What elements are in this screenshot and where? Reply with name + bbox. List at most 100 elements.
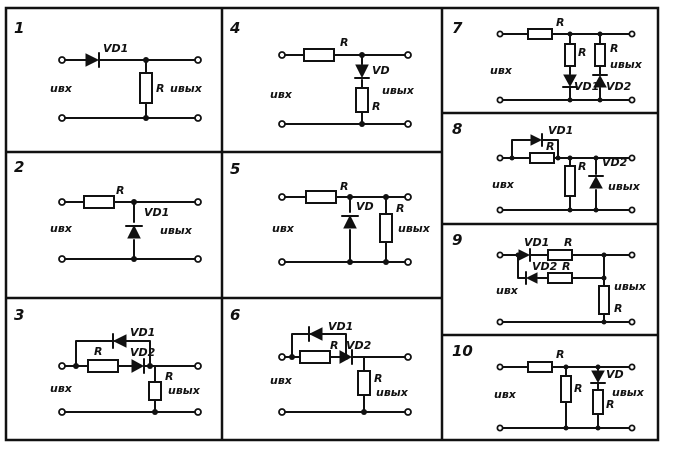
label-r: R	[330, 339, 338, 352]
diode-vd2	[131, 358, 145, 374]
label-uin: uвх	[494, 388, 517, 401]
panel-5: 5 R VD R uвх uвых	[230, 160, 431, 266]
resistor-r	[87, 359, 119, 373]
diode-vd1	[112, 333, 127, 349]
resistor-r-bottom	[547, 272, 573, 284]
resistor-r-shunt	[560, 375, 572, 403]
label-r-series: R	[340, 180, 348, 193]
resistor-r-top	[547, 249, 573, 261]
label-vd1: VD1	[103, 42, 128, 55]
label-r: R	[156, 82, 164, 95]
panel-number: 3	[14, 306, 24, 324]
resistor-r-load	[598, 285, 610, 315]
resistor-r-left	[564, 43, 576, 67]
label-r-series: R	[546, 140, 554, 153]
panel-grid-frame	[4, 6, 660, 442]
label-vd: VD	[356, 200, 374, 213]
label-uout: uвых	[376, 386, 409, 399]
label-uout: uвых	[160, 224, 193, 237]
label-uout: uвых	[170, 82, 203, 95]
panel-8: 8 VD1 R R VD2 uвх uвых	[452, 120, 641, 214]
label-r-load: R	[396, 202, 404, 215]
resistor-r-shunt	[564, 165, 576, 197]
resistor-r-load	[357, 370, 371, 396]
label-uin: uвх	[496, 284, 519, 297]
resistor-r-series	[527, 28, 553, 40]
label-vd2: VD2	[346, 339, 372, 352]
resistor-r-shunt	[355, 87, 369, 113]
resistor-r-series	[303, 48, 335, 62]
label-r-load: R	[165, 370, 173, 383]
panel-3: 3 VD1 VD2 R R uвх uвых	[14, 306, 202, 416]
label-uin: uвх	[50, 82, 73, 95]
resistor-r-load	[148, 381, 162, 401]
label-uout: uвых	[168, 384, 201, 397]
label-vd1: VD1	[144, 206, 169, 219]
resistor-r-series	[305, 190, 337, 204]
diode-vd2	[525, 271, 538, 285]
resistor-r-diode	[592, 389, 604, 415]
panel-number: 10	[452, 342, 473, 360]
label-vd1: VD1	[524, 236, 549, 249]
label-r: R	[116, 184, 124, 197]
diode-vd1	[308, 326, 323, 342]
label-vd: VD	[606, 368, 624, 381]
panel-2: 2 R VD1 uвх uвых	[14, 158, 202, 263]
label-uin: uвх	[492, 178, 515, 191]
panel-number: 2	[14, 158, 24, 176]
panel-number: 8	[452, 120, 462, 138]
label-r-left: R	[578, 46, 586, 59]
panel-1: 1 VD1 R uвх uвых	[14, 19, 203, 122]
panel-number: 9	[452, 231, 462, 249]
label-uin: uвх	[50, 222, 73, 235]
label-vd2: VD2	[130, 346, 156, 359]
resistor-r-series	[527, 361, 553, 373]
label-vd1: VD1	[548, 124, 573, 137]
label-uin: uвх	[50, 382, 73, 395]
label-vd1: VD1	[574, 80, 599, 93]
label-uin: uвх	[270, 374, 293, 387]
resistor-r-right	[594, 43, 606, 67]
label-vd: VD	[372, 64, 390, 77]
label-r-shunt: R	[574, 382, 582, 395]
panel-4: 4 R VD R uвх uвых	[229, 19, 415, 128]
label-r-series: R	[556, 16, 564, 29]
label-uout: uвых	[398, 222, 431, 235]
label-r-shunt: R	[578, 160, 586, 173]
diode-vd1	[530, 133, 543, 147]
diode-vd	[590, 370, 606, 384]
panel-number: 5	[230, 160, 240, 178]
zener-diode-vd2	[588, 175, 604, 189]
label-vd2: VD2	[602, 156, 628, 169]
panel-10: 10 R VD R R uвх uвых	[452, 342, 645, 432]
diode-vd2	[592, 74, 608, 88]
label-uout: uвых	[612, 386, 645, 399]
zener-diode-vd	[341, 214, 359, 229]
diode-vd	[354, 64, 370, 79]
diode-vd1	[518, 248, 531, 262]
panel-number: 7	[452, 19, 463, 37]
zener-diode-vd1	[125, 224, 143, 239]
diode-vd1	[562, 74, 578, 88]
label-r-right: R	[610, 42, 618, 55]
resistor-r	[139, 72, 153, 104]
label-r-load: R	[374, 372, 382, 385]
label-r-series: R	[340, 36, 348, 49]
label-uin: uвх	[490, 64, 513, 77]
panel-7: 7 R R R uвх uвых VD1 VD2	[452, 16, 643, 104]
label-r-bottom: R	[562, 260, 570, 273]
diode-vd1	[85, 52, 100, 68]
resistor-r-series	[529, 152, 555, 164]
label-vd2: VD2	[606, 80, 632, 93]
label-uout: uвых	[610, 58, 643, 71]
label-vd1: VD1	[130, 326, 155, 339]
label-uin: uвх	[272, 222, 295, 235]
label-r-diode: R	[606, 398, 614, 411]
label-uout: uвых	[608, 180, 641, 193]
label-r-top: R	[564, 236, 572, 249]
resistor-r-load	[379, 213, 393, 243]
panel-number: 4	[229, 19, 240, 37]
resistor-r	[299, 350, 331, 364]
label-vd1: VD1	[328, 320, 353, 333]
